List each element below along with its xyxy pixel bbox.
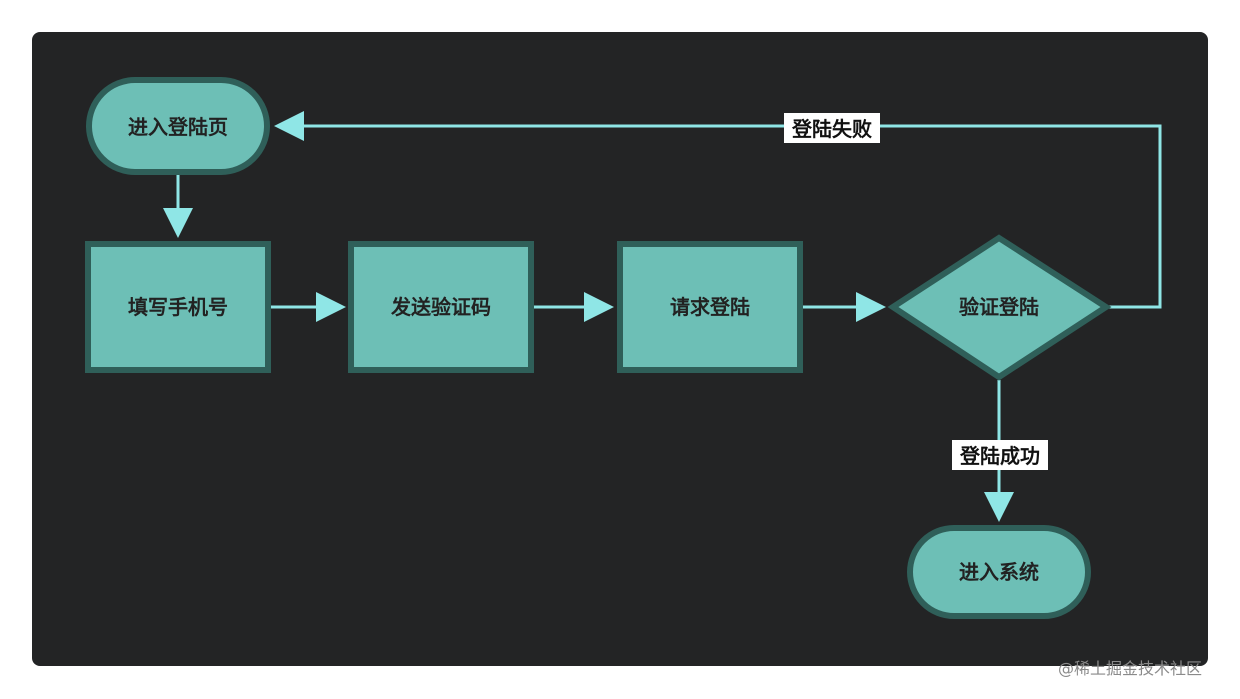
node-enter-login: 进入登陆页	[86, 77, 270, 175]
node-enter-system-label: 进入系统	[959, 560, 1039, 584]
node-fill-phone-label: 填写手机号	[128, 295, 228, 319]
node-enter-login-label: 进入登陆页	[128, 115, 228, 139]
node-request-login: 请求登陆	[617, 241, 803, 373]
node-send-code: 发送验证码	[348, 241, 534, 373]
node-verify-login: 验证登陆	[887, 234, 1112, 381]
node-verify-login-label: 验证登陆	[959, 295, 1039, 319]
node-fill-phone: 填写手机号	[85, 241, 271, 373]
node-request-login-label: 请求登陆	[670, 295, 750, 319]
edge-label-success: 登陆成功	[952, 440, 1048, 470]
node-enter-system: 进入系统	[907, 525, 1091, 619]
edge-label-fail: 登陆失败	[784, 113, 880, 143]
edge-label-fail-text: 登陆失败	[791, 117, 872, 141]
edge-verify-fail-loop	[274, 111, 1162, 309]
edge-label-success-text: 登陆成功	[959, 444, 1040, 468]
node-send-code-label: 发送验证码	[390, 295, 491, 319]
watermark: @稀土掘金技术社区	[1058, 659, 1203, 678]
